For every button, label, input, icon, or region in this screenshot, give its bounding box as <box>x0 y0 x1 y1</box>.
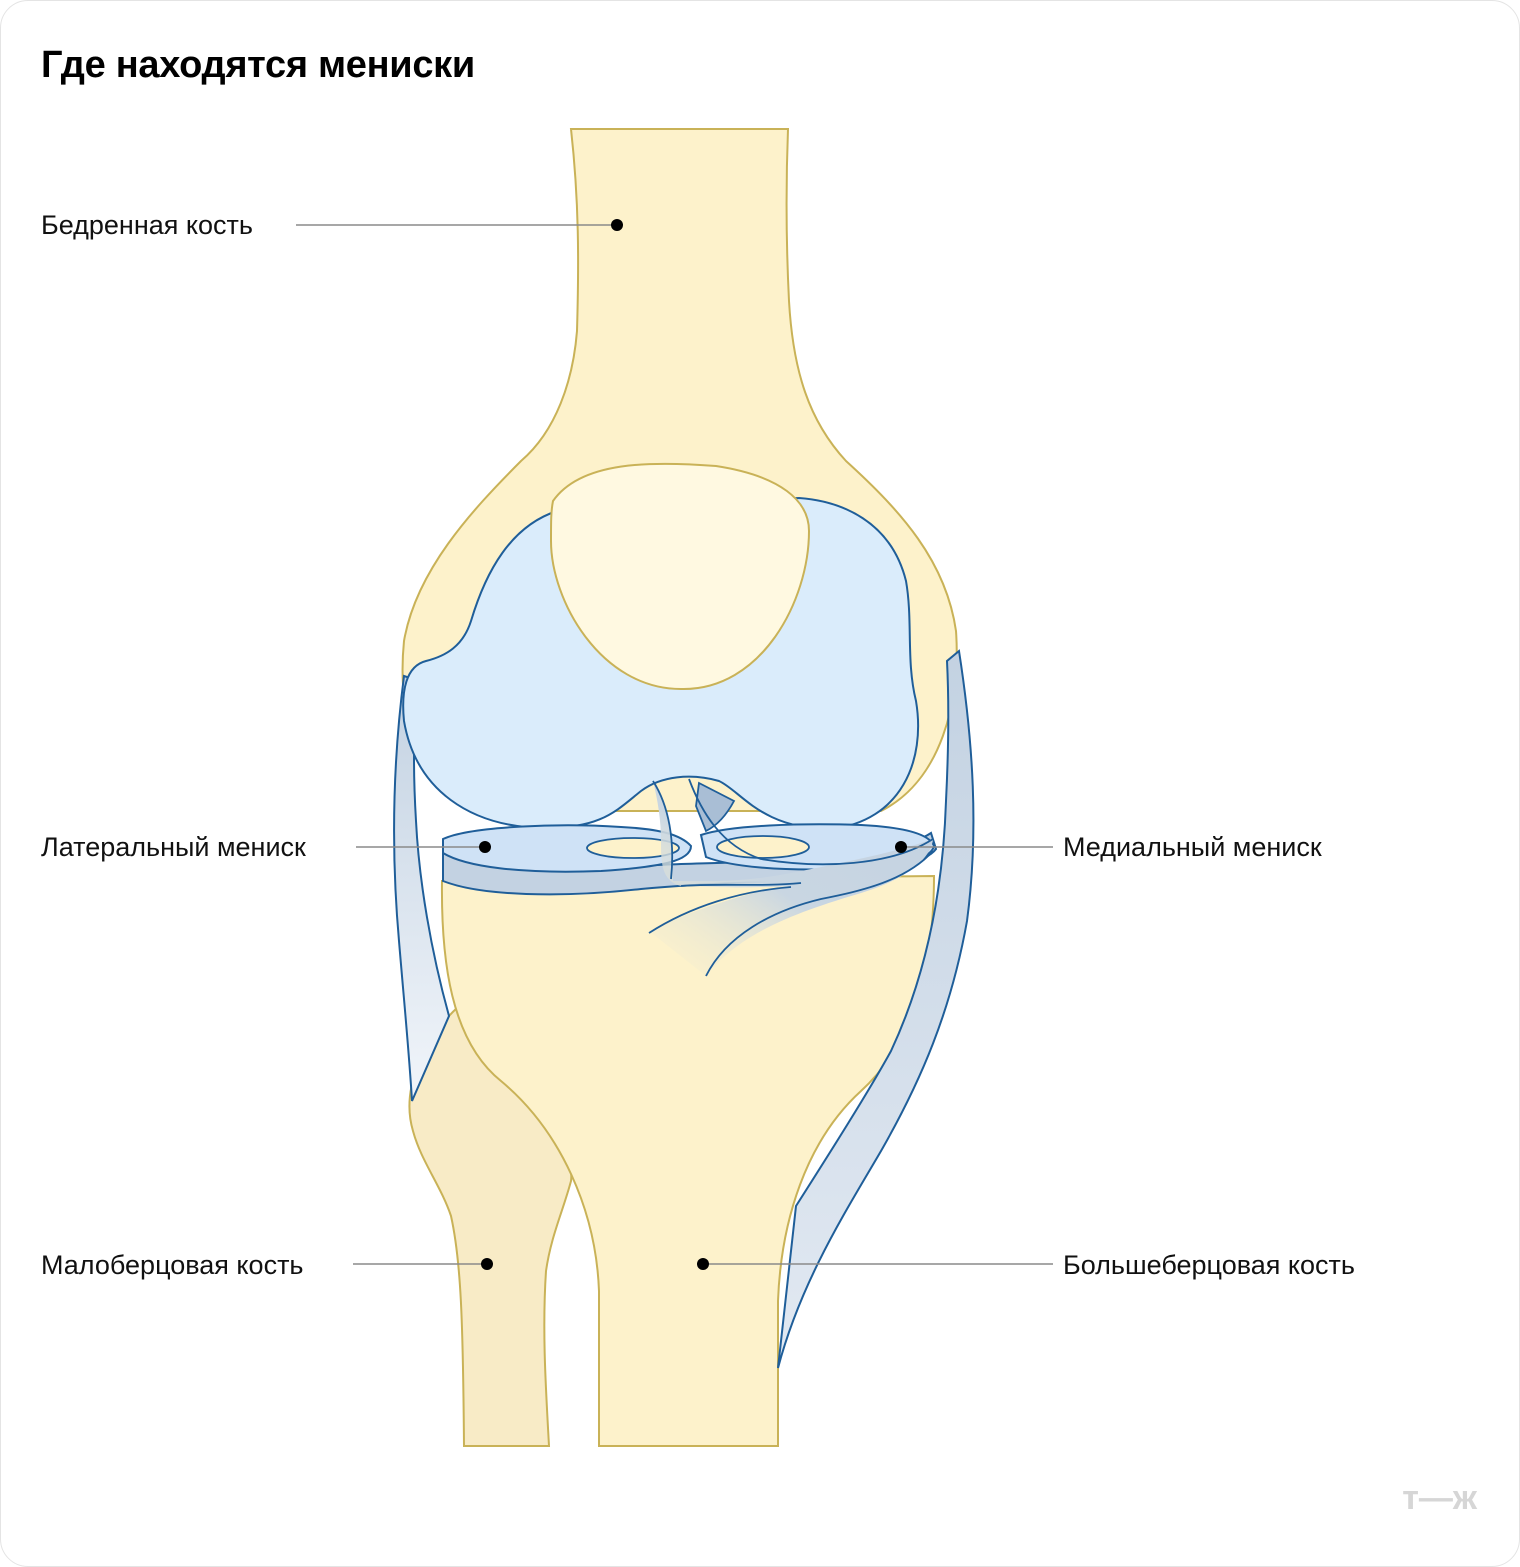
tibia-label: Большеберцовая кость <box>1063 1250 1355 1280</box>
lateral-meniscus-label: Латеральный мениск <box>41 832 306 862</box>
medial-meniscus-label: Медиальный мениск <box>1063 832 1322 862</box>
lateral-meniscus <box>442 824 693 873</box>
femur-marker <box>611 219 623 231</box>
medial-collateral-ligament <box>777 649 975 1369</box>
lateral-meniscus-marker <box>479 841 491 853</box>
fibula-label: Малоберцовая кость <box>41 1250 304 1280</box>
femur-label: Бедренная кость <box>41 210 253 240</box>
lateral-collateral-ligament <box>393 674 451 1102</box>
diagram-title: Где находятся мениски <box>41 44 475 86</box>
medial-meniscus-opening <box>716 835 810 859</box>
patella <box>549 462 811 691</box>
brand-logo: т—ж <box>1402 1479 1478 1517</box>
anterior-cruciate-ligament-outline <box>648 778 934 977</box>
anterior-cruciate-ligament <box>649 781 933 976</box>
medial-meniscus-marker <box>895 841 907 853</box>
posterior-cruciate-ligament <box>695 781 736 833</box>
tibia-marker <box>697 1258 709 1270</box>
fibula-marker <box>481 1258 493 1270</box>
lateral-meniscus-opening <box>586 837 680 859</box>
